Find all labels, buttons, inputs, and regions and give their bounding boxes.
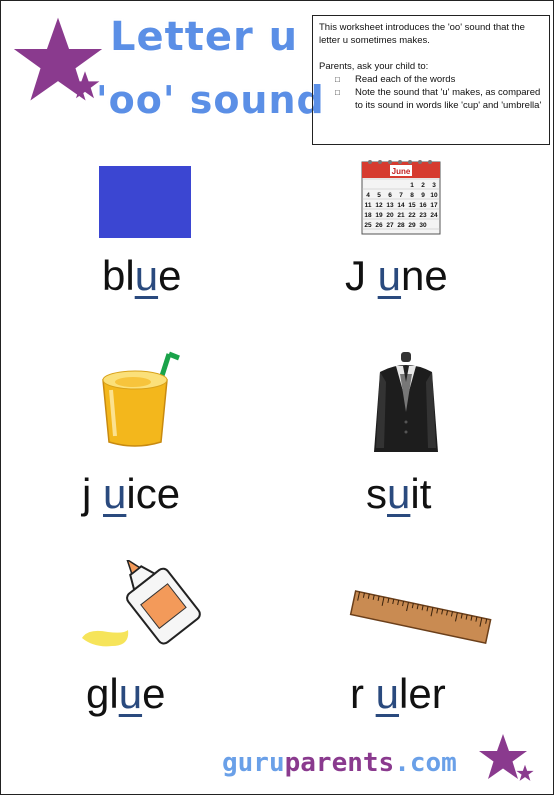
calendar-day: 11 [365,202,372,209]
suit-picture [374,352,438,452]
calendar-day: 25 [364,222,372,229]
bullet-marker: □ [335,75,340,84]
calendar-day: 7 [399,192,403,199]
star-large-icon [13,17,103,101]
footer-star-small-icon [516,764,534,781]
bullet-item: □ Note the sound that 'u' makes, as comp… [319,86,543,112]
word-ruler: r uler [350,670,446,717]
calendar-day: 29 [408,222,416,229]
word-glue: glue [86,670,166,717]
calendar-day: 27 [386,222,394,229]
calendar-day: 28 [397,222,405,229]
instructions-box: This worksheet introduces the 'oo' sound… [312,15,550,145]
bullet-item: □ Read each of the words [319,73,543,86]
footer-star-large-icon [479,734,527,779]
ruler-picture [349,590,492,645]
calendar-day: 10 [430,192,438,199]
calendar-day: 22 [408,212,416,219]
bullet-text: Read each of the words [355,74,456,85]
glue-bottle-picture [82,560,201,647]
calendar-day: 14 [397,202,405,209]
bullet-marker: □ [335,88,340,97]
calendar-day: 4 [366,192,370,199]
calendar-month: June [392,167,411,176]
intro-text: This worksheet introduces the 'oo' sound… [319,22,525,46]
calendar-day: 2 [421,182,425,189]
title-line-2: 'oo' sound [96,78,325,122]
site-logo: guruparents.com [222,748,457,778]
word-june: J une [345,252,448,299]
word-juice: j uice [82,470,181,517]
calendar-day: 30 [419,222,427,229]
calendar-day: 19 [375,212,383,219]
calendar-day: 8 [410,192,414,199]
star-small-icon [70,71,100,99]
calendar-day: 23 [419,212,427,219]
calendar-day: 17 [430,202,438,209]
juice-glass-picture [102,351,180,447]
calendar-day: 13 [386,202,394,209]
calendar-day: 20 [386,212,394,219]
calendar-day: 18 [364,212,372,219]
calendar-day: 1 [410,182,414,189]
title-line-1: Letter u [110,14,299,60]
calendar-day: 12 [375,202,383,209]
calendar-day: 6 [388,192,392,199]
calendar-day: 3 [432,182,436,189]
calendar-day: 16 [419,202,427,209]
calendar-day: 21 [397,212,405,219]
bullet-text: Note the sound that 'u' makes, as compar… [355,87,542,111]
word-suit: suit [366,470,432,517]
calendar-day: 9 [421,192,425,199]
calendar-day: 26 [375,222,383,229]
blue-square-picture [99,166,191,238]
parents-text: Parents, ask your child to: [319,61,429,72]
calendar-day: 5 [377,192,381,199]
calendar-day: 15 [408,202,416,209]
word-blue: blue [102,252,182,299]
calendar-day: 24 [430,212,438,219]
